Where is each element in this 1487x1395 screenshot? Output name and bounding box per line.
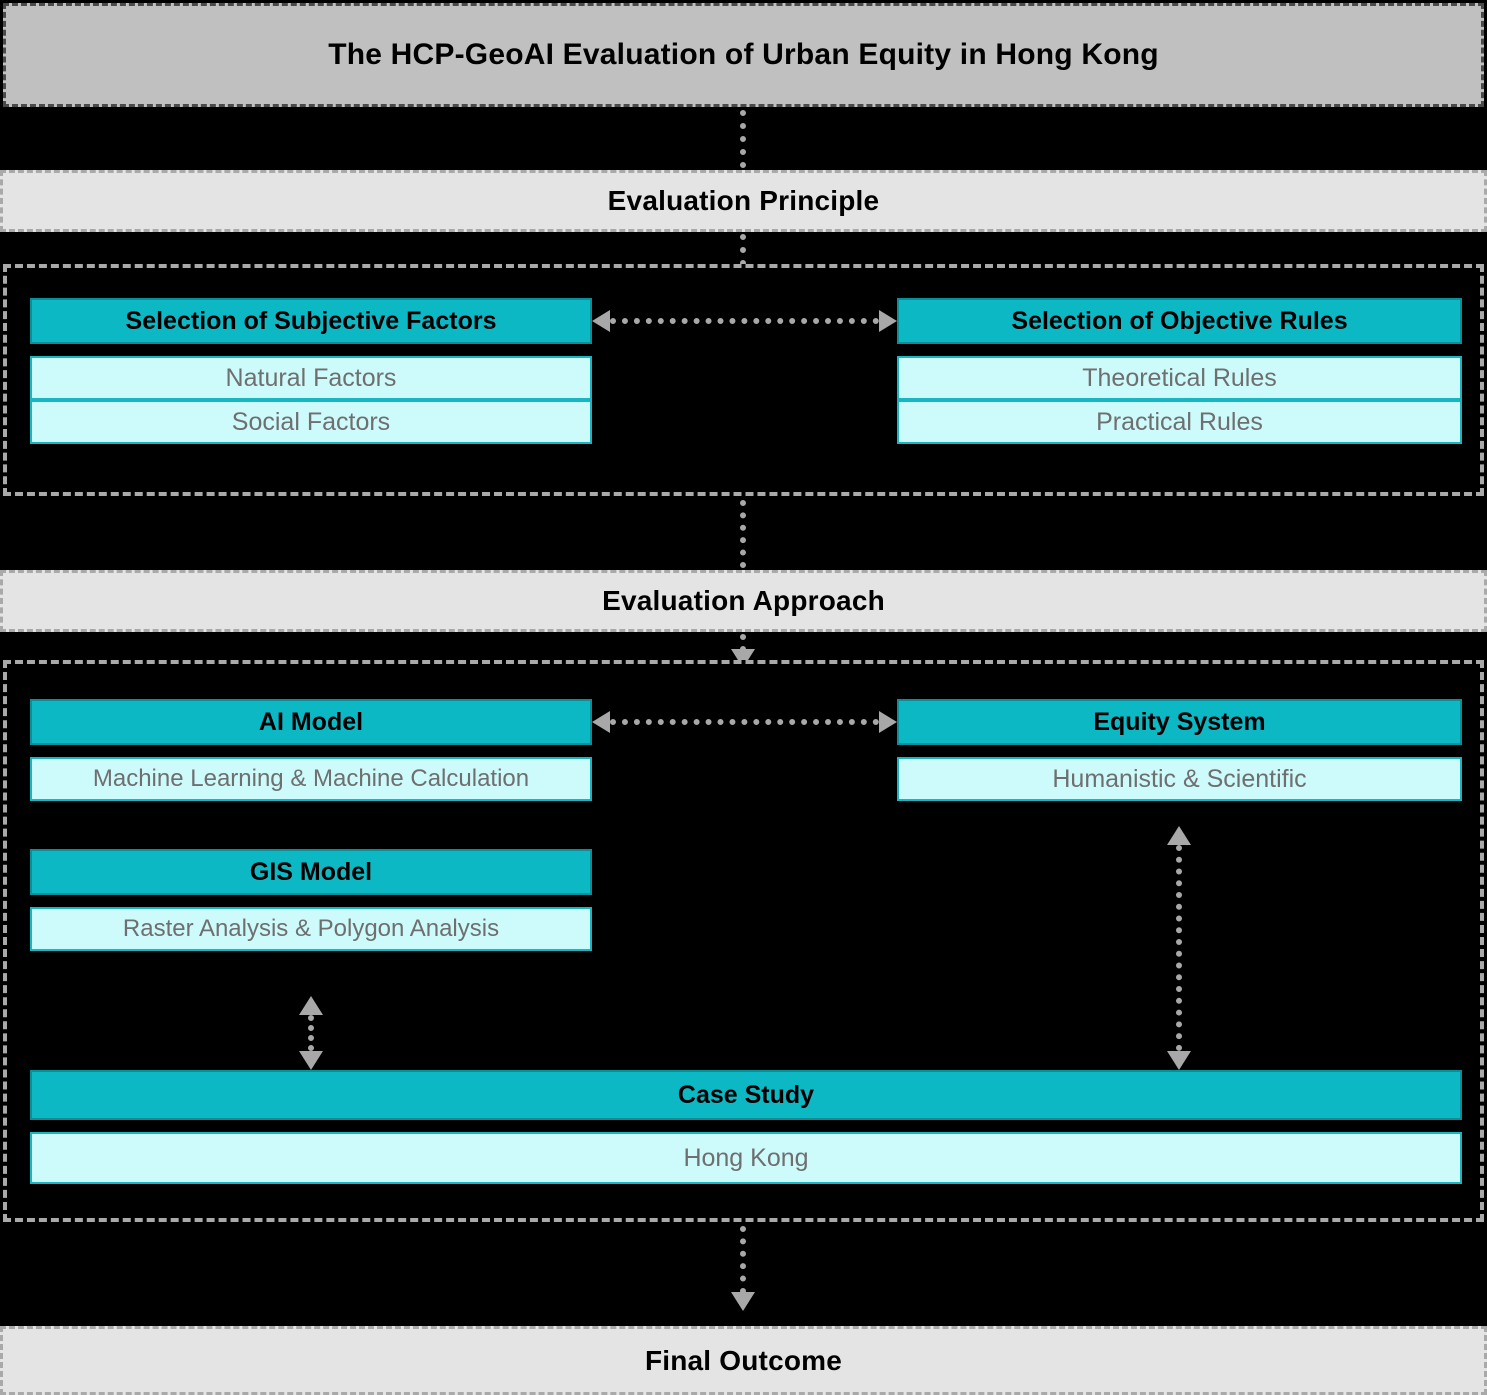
stage-bar-evaluation-principle: Evaluation Principle: [0, 170, 1487, 232]
column-models: AI Model Machine Learning & Machine Calc…: [30, 699, 592, 951]
arrowhead-left-icon: [592, 310, 610, 332]
connector-line: [610, 318, 879, 324]
node-humanistic-scientific[interactable]: Humanistic & Scientific: [897, 757, 1462, 801]
section-evaluation-principle: Selection of Subjective Factors Natural …: [3, 264, 1484, 496]
connector-title-to-principle: [740, 110, 746, 168]
connector-subjective-objective: [592, 310, 897, 332]
column-subjective-factors: Selection of Subjective Factors Natural …: [30, 298, 592, 444]
node-theoretical-rules[interactable]: Theoretical Rules: [897, 356, 1462, 400]
arrowhead-up-icon: [299, 996, 323, 1015]
node-selection-of-subjective-factors[interactable]: Selection of Subjective Factors: [30, 298, 592, 344]
node-hong-kong[interactable]: Hong Kong: [30, 1132, 1462, 1184]
connector-gis-case-study: [299, 996, 323, 1070]
node-machine-learning-machine-calculation[interactable]: Machine Learning & Machine Calculation: [30, 757, 592, 801]
connector-section-to-approach: [740, 500, 746, 568]
connector-equity-case-study: [1167, 826, 1191, 1070]
stage-bar-evaluation-approach: Evaluation Approach: [0, 570, 1487, 632]
node-equity-system[interactable]: Equity System: [897, 699, 1462, 745]
arrowhead-left-icon: [592, 711, 610, 733]
column-objective-rules: Selection of Objective Rules Theoretical…: [897, 298, 1462, 444]
section-evaluation-approach: AI Model Machine Learning & Machine Calc…: [3, 660, 1484, 1222]
arrowhead-down-icon: [731, 1292, 755, 1311]
node-selection-of-objective-rules[interactable]: Selection of Objective Rules: [897, 298, 1462, 344]
arrowhead-up-icon: [1167, 826, 1191, 845]
arrowhead-down-icon: [299, 1051, 323, 1070]
node-gis-model[interactable]: GIS Model: [30, 849, 592, 895]
connector-principle-to-section: [740, 234, 746, 266]
arrowhead-right-icon: [879, 711, 897, 733]
node-natural-factors[interactable]: Natural Factors: [30, 356, 592, 400]
node-case-study[interactable]: Case Study: [30, 1070, 1462, 1120]
node-raster-analysis-polygon-analysis[interactable]: Raster Analysis & Polygon Analysis: [30, 907, 592, 951]
diagram-title: The HCP-GeoAI Evaluation of Urban Equity…: [3, 3, 1484, 107]
arrowhead-right-icon: [879, 310, 897, 332]
connector-case-to-outcome: [740, 1226, 746, 1294]
connector-line: [308, 1015, 314, 1051]
node-ai-model[interactable]: AI Model: [30, 699, 592, 745]
connector-line: [610, 719, 879, 725]
node-practical-rules[interactable]: Practical Rules: [897, 400, 1462, 444]
connector-approach-to-section: [740, 634, 746, 652]
stage-bar-final-outcome: Final Outcome: [0, 1326, 1487, 1395]
arrowhead-down-icon: [1167, 1051, 1191, 1070]
node-social-factors[interactable]: Social Factors: [30, 400, 592, 444]
connector-line: [1176, 845, 1182, 1051]
column-equity-system: Equity System Humanistic & Scientific: [897, 699, 1462, 801]
connector-ai-model-equity-system: [592, 711, 897, 733]
